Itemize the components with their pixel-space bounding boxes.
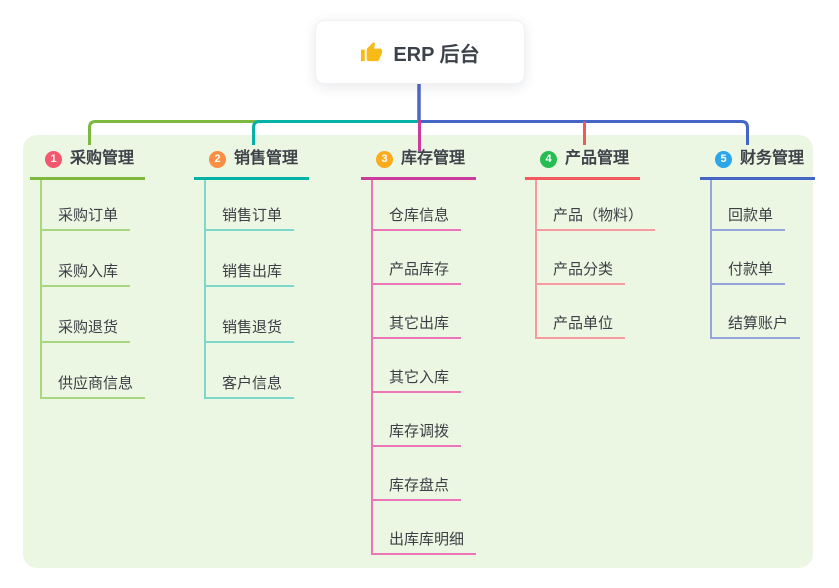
child-node[interactable]: 其它出库 bbox=[371, 314, 462, 339]
branch-title: 产品管理 bbox=[565, 150, 630, 167]
child-node[interactable]: 采购退货 bbox=[40, 318, 131, 343]
branch-children: 仓库信息产品库存其它出库其它入库库存调拨库存盘点出库库明细 bbox=[371, 180, 477, 555]
branch-trunk-line bbox=[371, 180, 373, 555]
child-node[interactable]: 库存调拨 bbox=[371, 422, 462, 447]
branch-column: 4 产品管理 产品（物料） 产品分类产品单位 bbox=[525, 146, 656, 339]
branch-number-badge: 1 bbox=[45, 150, 62, 168]
branch-trunk-line bbox=[204, 180, 206, 399]
child-node[interactable]: 产品单位 bbox=[535, 314, 626, 339]
child-node[interactable]: 回款单 bbox=[710, 206, 786, 231]
thumbs-up-icon bbox=[360, 41, 383, 64]
root-node[interactable]: ERP 后台 bbox=[315, 20, 525, 84]
child-node[interactable]: 出库库明细 bbox=[371, 530, 477, 555]
child-node[interactable]: 库存盘点 bbox=[371, 476, 462, 501]
branch-title: 库存管理 bbox=[401, 150, 466, 167]
branch-header[interactable]: 3 库存管理 bbox=[361, 146, 477, 180]
branch-number-badge: 5 bbox=[715, 150, 732, 168]
branch-title: 财务管理 bbox=[740, 150, 805, 167]
child-node[interactable]: 供应商信息 bbox=[40, 374, 146, 399]
branch-column: 2 销售管理 销售订单销售出库销售退货客户信息 bbox=[194, 146, 310, 399]
branch-title: 采购管理 bbox=[70, 150, 135, 167]
branch-children: 产品（物料） 产品分类产品单位 bbox=[535, 180, 656, 339]
branch-column: 1 采购管理 采购订单采购入库采购退货供应商信息 bbox=[30, 146, 146, 399]
child-node[interactable]: 采购入库 bbox=[40, 262, 131, 287]
branches-panel bbox=[23, 135, 813, 568]
branch-number-badge: 2 bbox=[209, 150, 226, 168]
child-node[interactable]: 产品分类 bbox=[535, 260, 626, 285]
branch-trunk-line bbox=[535, 180, 537, 339]
branch-column: 3 库存管理 仓库信息产品库存其它出库其它入库库存调拨库存盘点出库库明细 bbox=[361, 146, 477, 555]
child-node[interactable]: 采购订单 bbox=[40, 206, 131, 231]
branch-title: 销售管理 bbox=[234, 150, 299, 167]
branch-children: 回款单付款单结算账户 bbox=[710, 180, 815, 339]
branch-header[interactable]: 5 财务管理 bbox=[700, 146, 816, 180]
branch-header[interactable]: 4 产品管理 bbox=[525, 146, 641, 180]
branch-column: 5 财务管理 回款单付款单结算账户 bbox=[700, 146, 816, 339]
child-node[interactable]: 客户信息 bbox=[204, 374, 295, 399]
child-node[interactable]: 销售订单 bbox=[204, 206, 295, 231]
branch-children: 采购订单采购入库采购退货供应商信息 bbox=[40, 180, 146, 399]
branch-trunk-line bbox=[710, 180, 712, 339]
branch-header[interactable]: 1 采购管理 bbox=[30, 146, 146, 180]
root-label: ERP 后台 bbox=[393, 43, 480, 66]
child-node[interactable]: 产品（物料） bbox=[535, 206, 656, 231]
branch-number-badge: 3 bbox=[376, 150, 393, 168]
child-node[interactable]: 销售出库 bbox=[204, 262, 295, 287]
branch-number-badge: 4 bbox=[540, 150, 557, 168]
child-node[interactable]: 其它入库 bbox=[371, 368, 462, 393]
child-node[interactable]: 销售退货 bbox=[204, 318, 295, 343]
branch-header[interactable]: 2 销售管理 bbox=[194, 146, 310, 180]
child-node[interactable]: 仓库信息 bbox=[371, 206, 462, 231]
branch-children: 销售订单销售出库销售退货客户信息 bbox=[204, 180, 309, 399]
child-node[interactable]: 结算账户 bbox=[710, 314, 801, 339]
child-node[interactable]: 付款单 bbox=[710, 260, 786, 285]
branch-trunk-line bbox=[40, 180, 42, 399]
child-node[interactable]: 产品库存 bbox=[371, 260, 462, 285]
